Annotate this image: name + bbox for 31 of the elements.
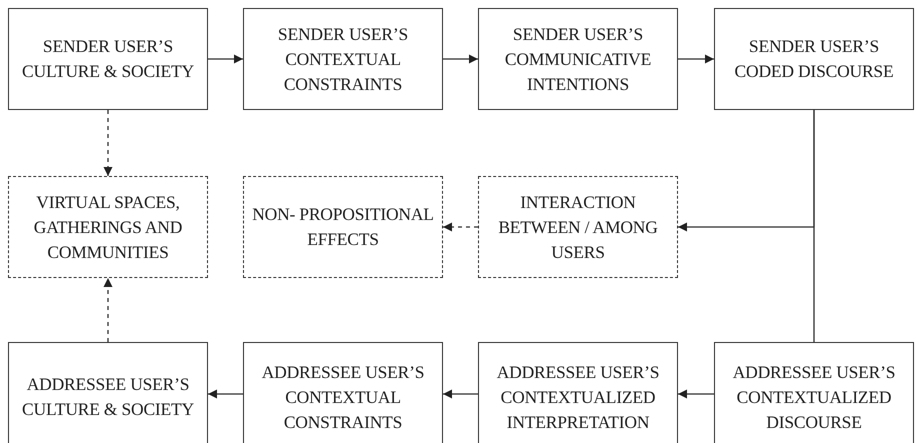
box-label: SENDER USER’S CULTURE & SOCIETY: [21, 35, 195, 83]
box-label: VIRTUAL SPACES, GATHERINGS AND COMMUNITIES: [32, 190, 184, 264]
arrow: [443, 390, 478, 398]
arrow: [208, 390, 243, 398]
arrow: [443, 222, 478, 232]
arrow: [678, 54, 714, 64]
box-label: SENDER USER’S CODED DISCOURSE: [734, 35, 894, 83]
process-box: [8, 342, 208, 443]
process-box: [714, 342, 914, 443]
dashed-box: [8, 176, 208, 278]
dashed-box: [243, 176, 443, 278]
process-box: [243, 342, 443, 443]
box-label: SENDER USER’S COMMUNICATIVE INTENTIONS: [504, 22, 652, 96]
process-box: [8, 8, 208, 110]
box-label: ADDRESSEE USER’S CONTEXTUALIZED INTERPRETATION: [496, 360, 660, 434]
arrow: [208, 54, 243, 64]
box-label: ADDRESSEE USER’S CULTURE & SOCIETY: [21, 373, 195, 421]
process-box: [478, 342, 678, 443]
box-label: ADDRESSEE USER’S CONTEXTUALIZED DISCOURSE: [732, 360, 896, 434]
box-label: NON- PROPOSITIONAL EFFECTS: [251, 203, 435, 251]
box-label: ADDRESSEE USER’S CONTEXTUAL CONSTRAINTS: [260, 360, 426, 434]
box-label: INTERACTION BETWEEN / AMONG USERS: [497, 190, 659, 264]
arrow: [678, 390, 714, 398]
arrow: [443, 54, 478, 64]
process-box: [243, 8, 443, 110]
arrow: [104, 110, 112, 176]
box-label: SENDER USER’S CONTEXTUAL CONSTRAINTS: [276, 22, 410, 96]
process-box: [478, 8, 678, 110]
arrow: [104, 278, 112, 342]
dashed-box: [478, 176, 678, 278]
process-box: [714, 8, 914, 110]
